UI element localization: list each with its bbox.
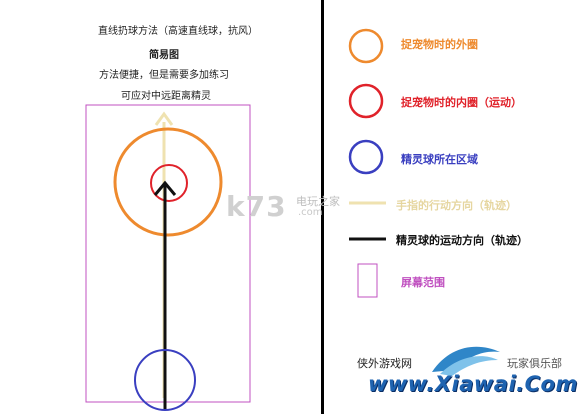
note-line-1: 方法便捷，但是需要多加练习 [99,70,229,81]
legend-label-inner-circle: 捉宠物时的内圈（运动） [401,96,522,109]
diagram-title: 直线扔球方法（高速直线球，抗风） [98,26,258,37]
outer-capture-circle [113,127,223,237]
legend-label-ball-area: 精灵球所在区域 [401,153,478,166]
note-line-2: 可应对中远距离精灵 [121,91,211,102]
inner-capture-circle [150,164,188,202]
xiawai-cn-name: 侠外游戏网 [357,357,412,370]
diagram-subtitle: 简易图 [149,50,179,61]
screen-range-rect [85,104,251,403]
legend-label-outer-circle: 捉宠物时的外圈 [401,38,478,51]
ball-trajectory-arrowhead [153,180,177,196]
k73-site-name: 电玩之家 [296,195,340,208]
legend-label-screen-range: 屏幕范围 [401,276,445,289]
section-divider [321,0,324,414]
legend-label-ball-direction: 精灵球的运动方向（轨迹） [396,234,528,247]
k73-logo: k73 [226,190,287,223]
xiawai-club: 玩家俱乐部 [507,357,562,370]
outer-circle-icon [348,28,384,64]
screen-range-rect-icon [357,263,378,298]
inner-circle-icon [348,83,384,119]
ball-area-circle [134,349,196,411]
k73-domain: .com [298,207,323,218]
legend-label-finger-direction: 手指的行动方向（轨迹） [396,199,517,212]
finger-trajectory-arrowhead [154,111,174,126]
ball-area-circle-icon [348,139,384,175]
xiawai-domain: www.Xiawai.Com [368,372,578,396]
